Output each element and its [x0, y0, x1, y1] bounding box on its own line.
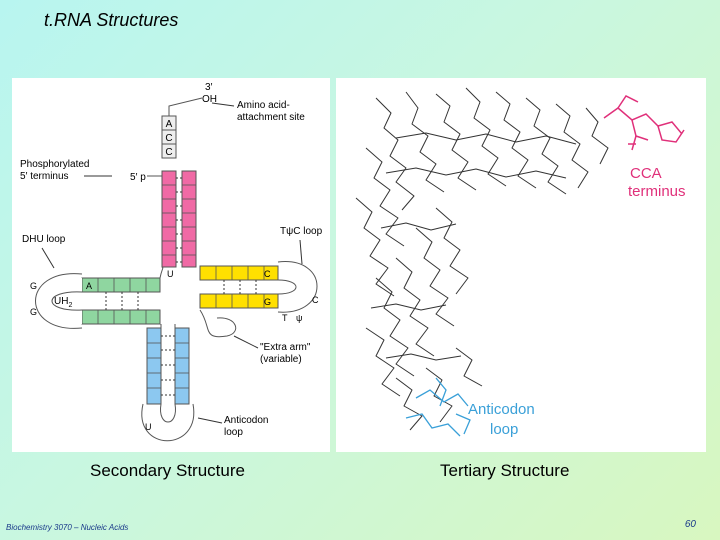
tertiary-structure-diagram: CCA terminus Anticodon loop [355, 87, 686, 438]
label-5prime-terminus: 5′ terminus [20, 171, 69, 182]
label-terminus: terminus [628, 183, 686, 200]
label-dhu-loop: DHU loop [22, 234, 66, 245]
label-anticodon: Anticodon [224, 415, 268, 426]
label-cca: CCA [630, 165, 662, 182]
secondary-structure-diagram: A C C 3′ OH Amino acid- attachment site … [20, 82, 323, 442]
label-3prime: 3′ [205, 82, 213, 93]
base-a: A [86, 281, 92, 291]
label-tpsic-loop: TψC loop [280, 226, 323, 237]
label-variable: (variable) [260, 354, 302, 365]
label-phosphorylated: Phosphorylated [20, 159, 90, 170]
label-uh2: UH2 [54, 296, 72, 309]
label-oh: OH [202, 94, 217, 105]
acceptor-unpaired-bases: A C C [161, 115, 177, 159]
tertiary-structure-panel: CCA terminus Anticodon loop [336, 78, 706, 452]
label-amino-acid: Amino acid- [237, 100, 290, 111]
page-title: t.RNA Structures [44, 10, 179, 30]
page-number: 60 [684, 519, 696, 530]
base-g: G [30, 307, 37, 317]
base-c: C [165, 147, 172, 158]
cca-terminus-structure [603, 95, 685, 151]
base-g: G [264, 297, 271, 307]
label-anticodon-tertiary: Anticodon [468, 401, 535, 418]
base-c: C [264, 269, 271, 279]
base-c: C [165, 133, 172, 144]
base-c: C [312, 295, 319, 305]
footer-text: Biochemistry 3070 – Nucleic Acids [6, 523, 129, 532]
caption-secondary: Secondary Structure [90, 461, 245, 480]
base-u: U [145, 422, 152, 432]
caption-tertiary: Tertiary Structure [440, 461, 570, 480]
label-loop-tertiary: loop [490, 421, 518, 438]
tpsic-stem [199, 265, 279, 309]
label-5p: 5′ p [130, 172, 146, 183]
anticodon-stem [146, 327, 190, 405]
label-extra-arm: "Extra arm" [260, 342, 311, 353]
dhu-stem [81, 277, 161, 325]
molecule-backbone [355, 87, 609, 431]
base-t: T [282, 313, 288, 323]
anticodon-loop-structure [405, 377, 471, 437]
base-psi: ψ [296, 313, 302, 323]
acceptor-stem [161, 170, 197, 268]
secondary-structure-panel: A C C 3′ OH Amino acid- attachment site … [12, 78, 330, 452]
base-u: U [167, 269, 174, 279]
base-g: G [30, 281, 37, 291]
label-attachment-site: attachment site [237, 112, 305, 123]
label-loop: loop [224, 427, 243, 438]
base-a: A [166, 119, 173, 130]
